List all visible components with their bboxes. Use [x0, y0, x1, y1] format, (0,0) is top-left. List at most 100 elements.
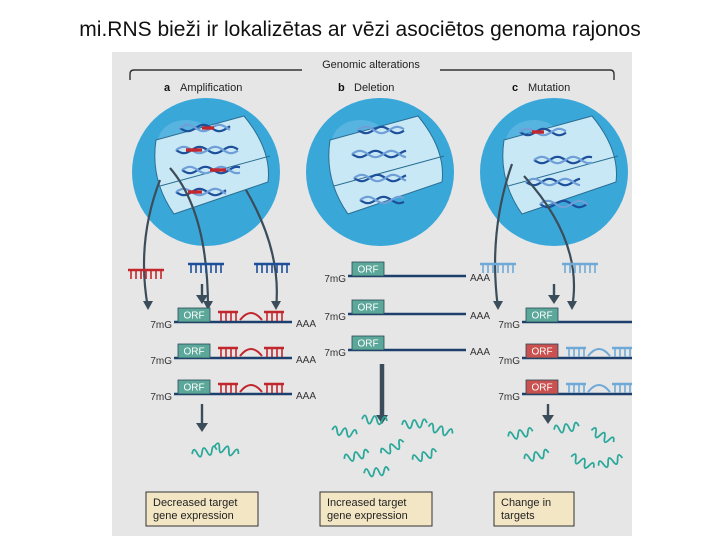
mirna-bulge: [587, 384, 611, 393]
arrow-head: [203, 301, 213, 310]
mirna-squiggle: [590, 427, 615, 444]
dna-strand: [351, 149, 407, 159]
dna-helix: [357, 125, 405, 135]
orf-label: ORF: [183, 383, 204, 394]
arrow-to-mirna-left: [493, 163, 514, 310]
mirna-squiggle: [191, 445, 218, 458]
arrow-head: [567, 301, 577, 310]
heading-bracket: [129, 69, 615, 80]
arrow-to-mrna: [548, 284, 560, 304]
dna-strand: [175, 145, 239, 155]
arrow-to-mirna-left: [142, 179, 162, 310]
arrow-to-mrna: [196, 284, 208, 304]
dna-helix: [353, 173, 407, 183]
mirna-mutated: [562, 262, 598, 273]
orf-box: [525, 307, 559, 323]
top-heading: Genomic alterations: [322, 59, 420, 71]
bound-mirna-left: [218, 346, 238, 357]
dna-strand: [351, 149, 407, 159]
result-text-line: gene expression: [327, 510, 408, 522]
arrow-head: [542, 415, 554, 424]
result-text-line: gene expression: [153, 510, 234, 522]
mirna-squiggle: [331, 425, 358, 438]
mirna-squiggle: [523, 448, 550, 462]
mirna-squiggle: [401, 418, 428, 430]
result-text-line: Change in: [501, 497, 551, 509]
dna-strand: [359, 195, 405, 205]
dna-strand: [357, 125, 405, 135]
bound-mirna-left: [566, 382, 586, 393]
orf-box: [525, 343, 559, 359]
nucleus-cutaway: [502, 115, 617, 215]
panel-letter: c: [512, 82, 518, 94]
dna-strand: [533, 155, 593, 165]
orf-box: [351, 299, 385, 315]
mrna-tail-label: AAA: [470, 347, 490, 358]
dna-helix: [351, 149, 407, 159]
arrow-head: [196, 423, 208, 432]
dna-helix: [181, 165, 241, 175]
arrow-head: [271, 301, 281, 310]
orf-box: [177, 343, 211, 359]
arrow-to-products: [196, 404, 208, 432]
mrna-tail-label: AAA: [470, 273, 490, 284]
orf-box: [351, 335, 385, 351]
bound-mirna-right: [612, 346, 632, 357]
dna-helix: [525, 177, 581, 187]
dna-helix: [179, 123, 231, 133]
bound-mirna-right: [612, 382, 632, 393]
mirna-squiggle: [427, 422, 454, 437]
orf-box: [177, 379, 211, 395]
orf-box: [351, 261, 385, 277]
dna-strand: [359, 195, 405, 205]
mrna-tail-label: AAA: [296, 391, 316, 402]
dna-strand: [179, 123, 231, 133]
mrna-tail-label: AAA: [296, 355, 316, 366]
mrna-tail-label: AAA: [296, 319, 316, 330]
mirna-bulge: [239, 348, 263, 357]
panel-title: Mutation: [528, 82, 570, 94]
orf-label: ORF: [357, 265, 378, 276]
mrna-cap-label: 7mG: [498, 320, 520, 331]
orf-label: ORF: [357, 339, 378, 350]
mirna-squiggle: [553, 421, 580, 434]
dna-strand: [539, 199, 589, 209]
cell: [306, 98, 454, 246]
dna-helix: [533, 155, 593, 165]
dna-strand: [353, 173, 407, 183]
arrow-shaft: [493, 163, 514, 309]
arrow-shaft: [523, 175, 576, 309]
bound-mirna-right: [264, 346, 284, 357]
result-text-line: Increased target: [327, 497, 407, 509]
cell: [480, 98, 628, 246]
result-box-frame: [145, 491, 259, 527]
mirna-squiggle: [213, 442, 240, 457]
arrow-to-mirna-mid: [169, 167, 213, 310]
bound-mirna-left: [566, 346, 586, 357]
dna-strand: [179, 123, 231, 133]
mrna-cap-label: 7mG: [324, 312, 346, 323]
bound-mirna-right: [264, 310, 284, 321]
mrna-cap-label: 7mG: [150, 392, 172, 403]
mrna-tail-label: AAA: [470, 311, 490, 322]
mrna-2: 7mG ORF AAA: [150, 379, 316, 403]
arrow-head: [196, 295, 208, 304]
mrna-cap-label: 7mG: [324, 348, 346, 359]
mrna-cap-label: 7mG: [150, 320, 172, 331]
panel-letter: b: [338, 82, 345, 94]
dna-strand: [175, 187, 227, 197]
cell: [132, 98, 280, 246]
mirna-squiggle: [380, 438, 405, 455]
dna-strand: [525, 177, 581, 187]
bound-mirna-right: [264, 382, 284, 393]
